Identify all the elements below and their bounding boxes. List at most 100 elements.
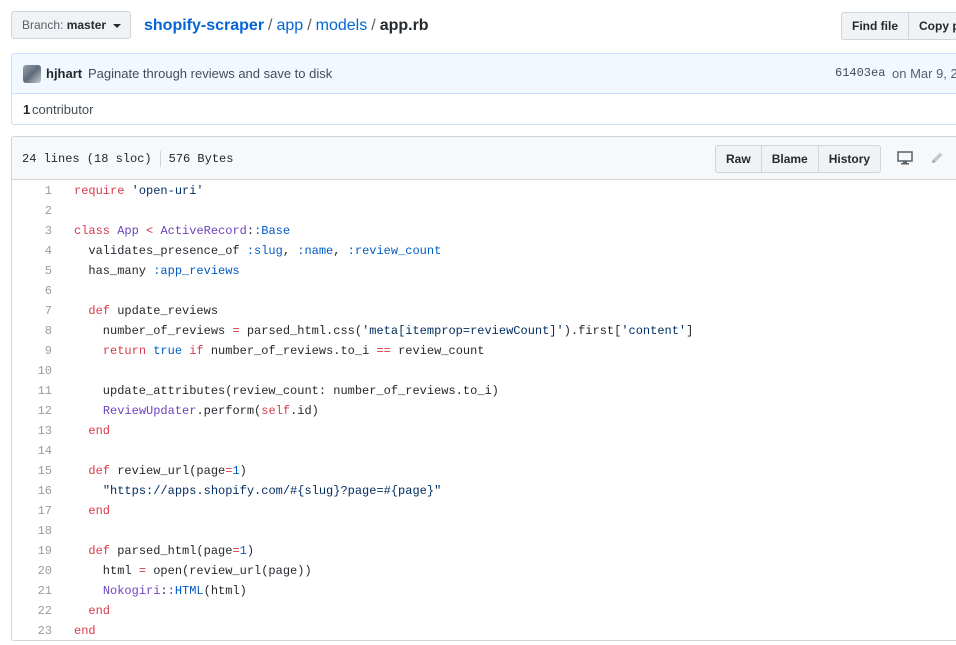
line-number[interactable]: 18 (37, 524, 52, 538)
code-line-text: end (74, 624, 96, 638)
commit-author-link[interactable]: hjhart (46, 66, 83, 81)
line-number[interactable]: 5 (44, 264, 52, 278)
code-line-text: end (88, 504, 111, 518)
pencil-icon[interactable] (929, 150, 945, 166)
code-line-text: update_attributes(review_count: number_o… (74, 384, 499, 398)
code-line-text: validates_presence_of :slug, :name, :rev… (74, 244, 442, 258)
code-line: 20 html = open(review_url(page)) (12, 561, 956, 581)
line-number[interactable]: 16 (37, 484, 52, 498)
line-number[interactable]: 12 (37, 404, 52, 418)
code-line-text: has_many :app_reviews (74, 264, 240, 278)
code-line: 22 end (12, 601, 956, 621)
file-header: 24 lines (18 sloc) 576 Bytes Raw Blame Hi… (12, 137, 956, 180)
branch-select-button[interactable]: Branch: master (11, 11, 131, 39)
line-number[interactable]: 9 (44, 344, 52, 358)
line-number[interactable]: 7 (44, 304, 52, 318)
code-line-text: number_of_reviews = parsed_html.css('met… (74, 324, 694, 338)
code-line: 4 validates_presence_of :slug, :name, :r… (12, 241, 956, 261)
contributor-count: 1 (23, 102, 31, 117)
code-line-text: ReviewUpdater.perform(self.id) (102, 404, 319, 418)
code-line: 15 def review_url(page=1) (12, 461, 956, 481)
caret-down-icon (113, 23, 122, 28)
line-number[interactable]: 11 (37, 384, 52, 398)
desktop-icon[interactable] (897, 151, 913, 165)
commit-date: on Mar 9, 2 (892, 66, 956, 81)
code-line: 3 class App < ActiveRecord::Base (12, 221, 956, 241)
commit-sha-link[interactable]: 61403ea (835, 66, 886, 80)
history-button[interactable]: History (817, 145, 882, 173)
contributor-label: contributor (32, 102, 94, 117)
code-line-text: end (88, 424, 111, 438)
code-line: 9 return true if number_of_reviews.to_i … (12, 341, 956, 361)
breadcrumb-file: app.rb (379, 17, 429, 34)
line-number[interactable]: 2 (44, 204, 52, 218)
line-number[interactable]: 19 (37, 544, 52, 558)
raw-button[interactable]: Raw (715, 145, 762, 173)
line-number[interactable]: 15 (37, 464, 52, 478)
line-number[interactable]: 22 (37, 604, 52, 618)
breadcrumb-models-link[interactable]: models (315, 17, 368, 34)
file-actions: Raw Blame History (715, 145, 882, 173)
code-line: 10 (12, 361, 956, 381)
line-number[interactable]: 6 (44, 284, 52, 298)
find-file-button[interactable]: Find file (841, 12, 909, 40)
code-line: 21 Nokogiri::HTML(html) (12, 581, 956, 601)
line-number[interactable]: 10 (37, 364, 52, 378)
code-line: 14 (12, 441, 956, 461)
code-line: 18 (12, 521, 956, 541)
line-number[interactable]: 1 (44, 184, 52, 198)
commit-box: hjhart Paginate through reviews and save… (11, 53, 956, 125)
code-line-text: require 'open-uri' (74, 184, 204, 198)
breadcrumb-separator: / (268, 17, 273, 34)
contributors-row[interactable]: 1 contributor (12, 94, 956, 124)
branch-value: master (66, 18, 107, 32)
code-line-text: Nokogiri::HTML(html) (102, 584, 247, 598)
avatar[interactable] (23, 65, 41, 83)
divider (159, 151, 161, 167)
commit-message-link[interactable]: Paginate through reviews and save to dis… (88, 66, 333, 81)
code-line-text: end (88, 604, 111, 618)
blame-button[interactable]: Blame (760, 145, 819, 173)
commit-tease: hjhart Paginate through reviews and save… (12, 54, 956, 94)
code-line: 17 end (12, 501, 956, 521)
code-line-text: return true if number_of_reviews.to_i ==… (102, 344, 485, 358)
code-line: 2 (12, 201, 956, 221)
breadcrumb-separator: / (371, 17, 376, 34)
code-line-text: html = open(review_url(page)) (74, 564, 312, 578)
breadcrumb-repo-link[interactable]: shopify-scraper (144, 17, 265, 34)
code-line: 8 number_of_reviews = parsed_html.css('m… (12, 321, 956, 341)
code-line: 6 (12, 281, 956, 301)
code-line-text: def review_url(page=1) (88, 464, 247, 478)
code-line: 23 end (12, 621, 956, 640)
breadcrumb: shopify-scraper/app/models/app.rb (144, 14, 429, 38)
code-line: 13 end (12, 421, 956, 441)
code-line: 12 ReviewUpdater.perform(self.id) (12, 401, 956, 421)
copy-path-button[interactable]: Copy p (908, 12, 956, 40)
code-line: 1 require 'open-uri' (12, 181, 956, 201)
file-box: 24 lines (18 sloc) 576 Bytes Raw Blame Hi… (11, 136, 956, 641)
file-size: 576 Bytes (168, 152, 234, 167)
line-number[interactable]: 14 (37, 444, 52, 458)
file-info: 24 lines (18 sloc) 576 Bytes (22, 151, 233, 167)
code-line: 5 has_many :app_reviews (12, 261, 956, 281)
breadcrumb-app-link[interactable]: app (276, 17, 304, 34)
line-number[interactable]: 20 (37, 564, 52, 578)
code-line-text: def update_reviews (88, 304, 219, 318)
code-line-text: "https://apps.shopify.com/#{slug}?page=#… (102, 484, 442, 498)
line-number[interactable]: 3 (44, 224, 52, 238)
code-line: 7 def update_reviews (12, 301, 956, 321)
file-lines-info: 24 lines (18 sloc) (22, 152, 152, 167)
code-line-text: def parsed_html(page=1) (88, 544, 255, 558)
line-number[interactable]: 21 (37, 584, 52, 598)
breadcrumb-separator: / (307, 17, 312, 34)
code-line: 19 def parsed_html(page=1) (12, 541, 956, 561)
line-number[interactable]: 8 (44, 324, 52, 338)
line-number[interactable]: 23 (37, 624, 52, 638)
line-number[interactable]: 13 (37, 424, 52, 438)
line-number[interactable]: 4 (44, 244, 52, 258)
line-number[interactable]: 17 (37, 504, 52, 518)
branch-label: Branch: (22, 18, 64, 32)
code-line: 16 "https://apps.shopify.com/#{slug}?pag… (12, 481, 956, 501)
code-line: 11 update_attributes(review_count: numbe… (12, 381, 956, 401)
code-line-text: class App < ActiveRecord::Base (74, 224, 291, 238)
